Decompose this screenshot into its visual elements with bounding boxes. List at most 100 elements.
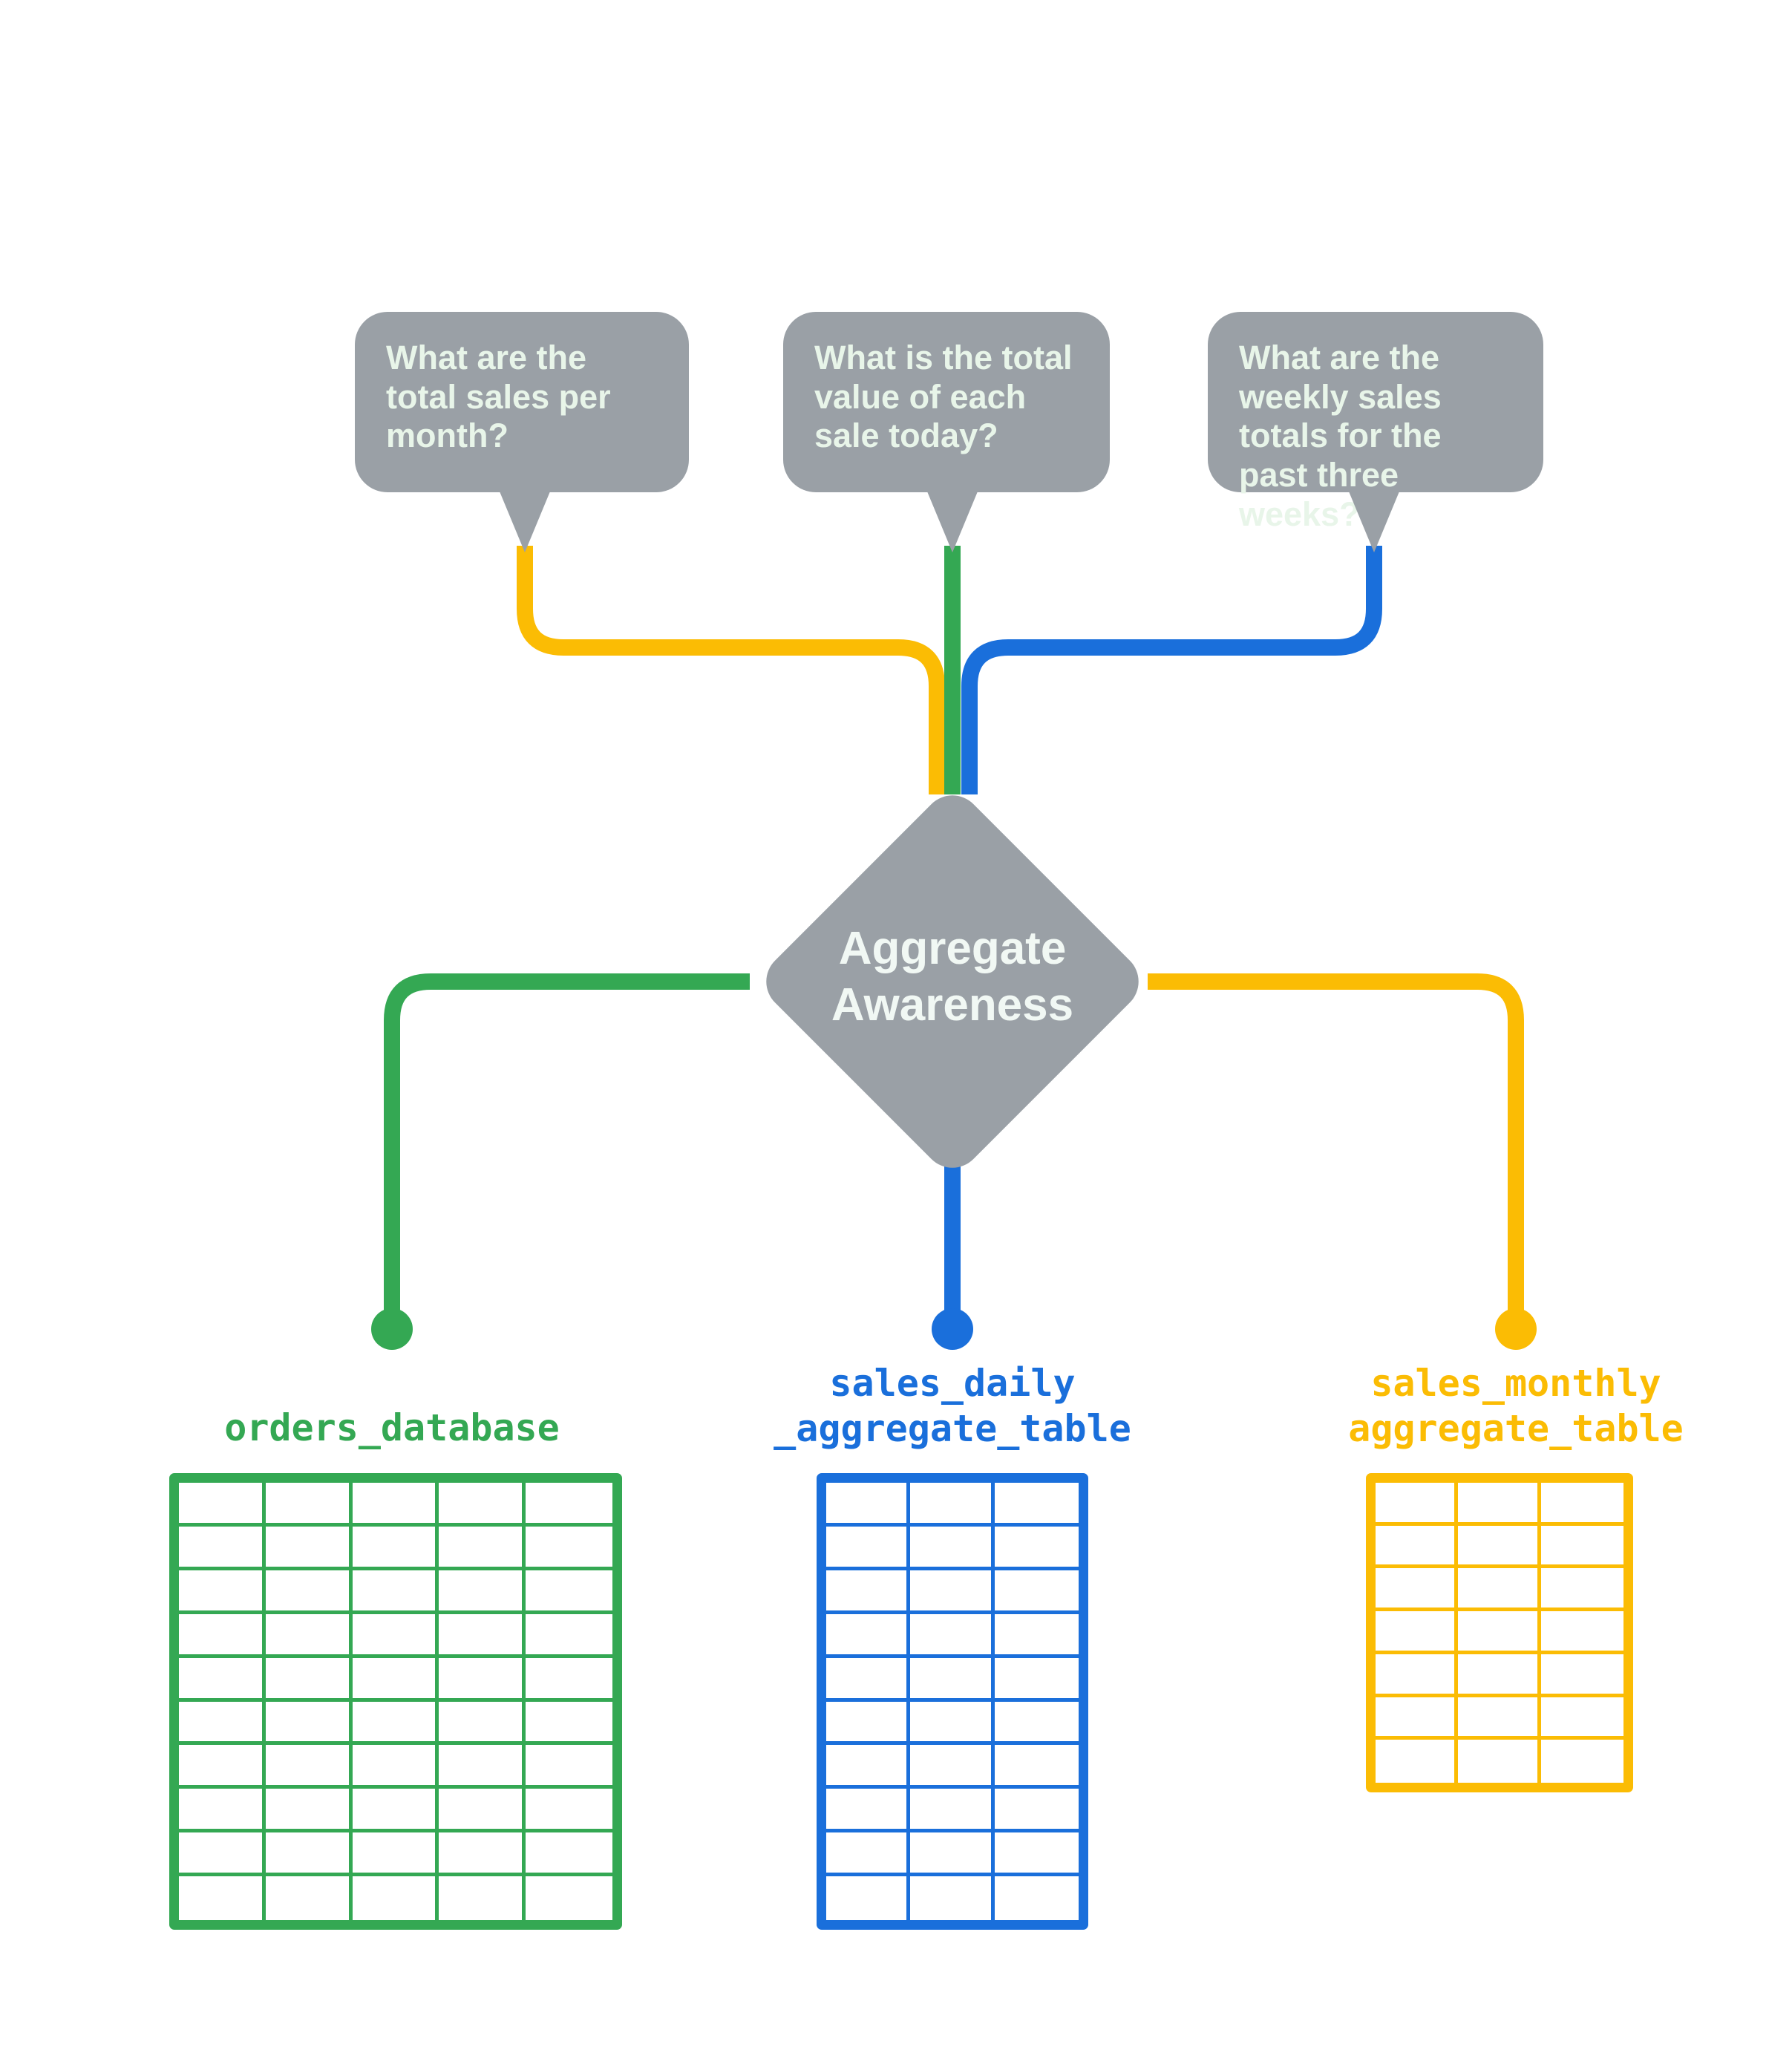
table-cell: [526, 1789, 612, 1833]
table-cell: [910, 1570, 995, 1614]
table-cell: [910, 1613, 995, 1658]
table-cell: [994, 1702, 1079, 1746]
table-sales-monthly[interactable]: [1366, 1473, 1633, 1792]
question-bubble-tail-monthly: [500, 492, 550, 552]
table-cell: [526, 1614, 612, 1658]
table-cell: [1376, 1611, 1459, 1654]
caption-sales-monthly: sales_monthly aggregate_table: [1348, 1362, 1684, 1450]
endpoint-dot-sales-daily: [932, 1308, 973, 1350]
table-cell: [910, 1789, 995, 1833]
caption-sales-daily: sales_daily _aggregate_table: [774, 1362, 1131, 1450]
table-cell: [910, 1876, 995, 1920]
table-cell: [352, 1832, 439, 1877]
table-cell: [1376, 1654, 1459, 1697]
table-cell: [1540, 1654, 1623, 1697]
table-sales-daily[interactable]: [817, 1473, 1088, 1930]
table-cell: [826, 1483, 911, 1527]
table-cell: [826, 1832, 911, 1877]
table-cell: [179, 1570, 266, 1614]
table-cell: [265, 1613, 353, 1658]
table-cell: [994, 1658, 1079, 1702]
table-cell: [439, 1657, 526, 1702]
table-cell: [826, 1876, 911, 1920]
connector-orders-database: [384, 973, 750, 1314]
table-cell: [1458, 1697, 1541, 1740]
table-cell: [352, 1701, 439, 1746]
connector-weekly-question: [961, 546, 1382, 794]
table-cell: [265, 1832, 353, 1877]
table-cell: [265, 1701, 353, 1746]
table-cell: [265, 1745, 353, 1789]
table-cell: [179, 1789, 266, 1833]
table-cell: [1458, 1654, 1541, 1697]
table-cell: [826, 1789, 911, 1833]
table-cell: [1540, 1526, 1623, 1569]
table-cell: [1376, 1568, 1459, 1612]
caption-orders-database: orders_database: [224, 1406, 560, 1449]
table-cell: [526, 1483, 612, 1527]
table-cell: [826, 1745, 911, 1789]
table-cell: [352, 1526, 439, 1570]
table-cell: [1376, 1697, 1459, 1740]
table-cell: [910, 1526, 995, 1570]
table-cell: [179, 1613, 266, 1658]
table-cell: [352, 1657, 439, 1702]
table-cell: [1541, 1740, 1623, 1783]
question-bubble-daily[interactable]: What is the total value of each sale tod…: [783, 312, 1110, 492]
table-cell: [910, 1483, 995, 1527]
endpoint-dot-orders-database: [371, 1308, 413, 1350]
table-cell: [439, 1570, 526, 1614]
table-cell: [1458, 1611, 1541, 1654]
table-cell: [994, 1832, 1079, 1877]
table-cell: [179, 1832, 266, 1877]
table-cell: [826, 1526, 911, 1570]
table-cell: [352, 1483, 439, 1527]
table-orders-database[interactable]: [169, 1473, 622, 1930]
question-bubble-tail-daily: [927, 492, 978, 552]
table-cell: [179, 1745, 266, 1789]
table-cell: [1376, 1483, 1459, 1526]
table-cell: [265, 1483, 353, 1527]
table-cell: [179, 1701, 266, 1746]
question-bubble-weekly[interactable]: What are the weekly sales totals for the…: [1208, 312, 1543, 533]
table-cell: [1540, 1611, 1623, 1654]
table-cell: [265, 1570, 353, 1614]
question-text-monthly: What are the total sales per month?: [386, 339, 611, 455]
connector-monthly-question: [517, 546, 945, 794]
question-text-daily: What is the total value of each sale tod…: [814, 339, 1073, 455]
table-cell: [179, 1876, 266, 1920]
table-cell: [352, 1570, 439, 1614]
table-cell: [439, 1613, 526, 1658]
table-cell: [910, 1657, 995, 1702]
question-bubble-monthly[interactable]: What are the total sales per month?: [355, 312, 689, 492]
table-cell: [265, 1789, 353, 1833]
question-text-weekly: What are the weekly sales totals for the…: [1239, 339, 1442, 533]
table-cell: [526, 1876, 612, 1920]
table-cell: [826, 1570, 911, 1614]
aggregate-awareness-label: Aggregate Awareness: [831, 923, 1074, 1031]
table-cell: [179, 1483, 266, 1527]
table-cell: [526, 1658, 612, 1702]
table-cell: [1376, 1740, 1459, 1783]
table-cell: [995, 1876, 1079, 1920]
table-cell: [439, 1483, 526, 1527]
table-cell: [1458, 1483, 1541, 1526]
table-cell: [439, 1876, 526, 1920]
table-cell: [826, 1701, 911, 1746]
table-cell: [526, 1570, 612, 1614]
table-cell: [994, 1789, 1079, 1833]
table-cell: [1458, 1568, 1541, 1612]
table-cell: [266, 1876, 353, 1920]
table-cell: [352, 1613, 439, 1658]
table-cell: [994, 1527, 1079, 1570]
table-cell: [352, 1745, 439, 1789]
table-cell: [265, 1657, 353, 1702]
table-cell: [265, 1526, 353, 1570]
table-cell: [910, 1745, 995, 1789]
table-cell: [1540, 1697, 1623, 1740]
table-cell: [353, 1876, 439, 1920]
table-cell: [826, 1657, 911, 1702]
table-cell: [1376, 1525, 1459, 1569]
table-cell: [1458, 1525, 1541, 1569]
